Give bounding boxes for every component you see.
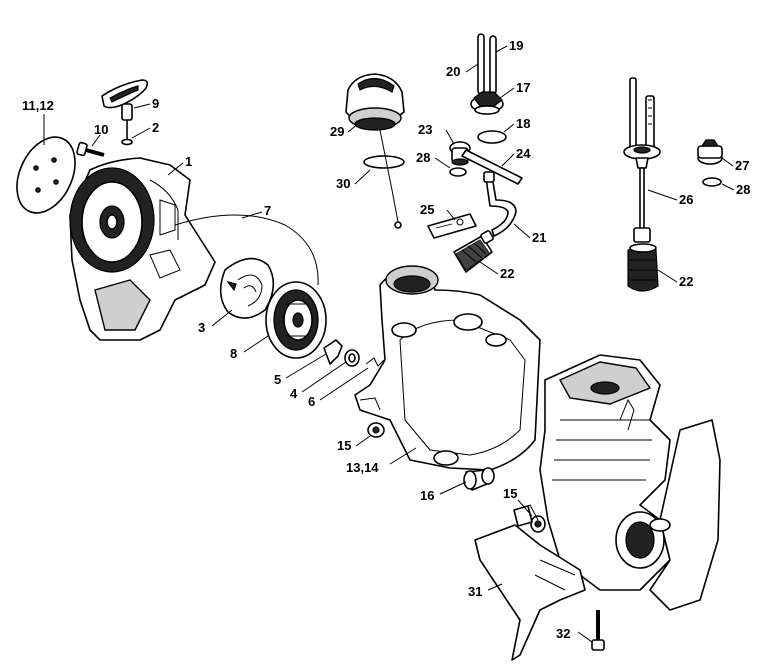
hoses-19-20-part: [477, 33, 497, 95]
callout-22-left: 22: [500, 266, 514, 281]
o-ring-28b-part: [702, 177, 722, 187]
spring-clip-part: [365, 357, 385, 367]
pipe-24-part: [461, 149, 523, 185]
callout-2: 2: [152, 120, 159, 135]
callout-22-right: 22: [679, 274, 693, 289]
callout-27: 27: [735, 158, 749, 173]
callout-8: 8: [230, 346, 237, 361]
callout-15-left: 15: [337, 438, 351, 453]
callout-7: 7: [264, 203, 271, 218]
callout-5: 5: [274, 372, 281, 387]
fuel-tank-part: [354, 265, 541, 471]
callout-3: 3: [198, 320, 205, 335]
callout-16: 16: [420, 488, 434, 503]
fuel-filter-a-part: [453, 230, 494, 273]
screw-32-part: [591, 610, 605, 651]
callout-32: 32: [556, 626, 570, 641]
callout-11-12: 11,12: [22, 98, 54, 113]
callout-21: 21: [532, 230, 546, 245]
callout-20: 20: [446, 64, 460, 79]
callout-31: 31: [468, 584, 482, 599]
callout-13-14: 13,14: [346, 460, 379, 475]
retainer-cord-part: [363, 129, 405, 229]
callout-24: 24: [516, 146, 531, 161]
pawl-part: [323, 339, 343, 365]
leader-lines: [43, 45, 735, 643]
callout-19: 19: [509, 38, 523, 53]
engine-part: [539, 354, 721, 611]
label-25-part: [427, 213, 477, 239]
grommet-15a-part: [367, 422, 385, 438]
callout-9: 9: [152, 96, 159, 111]
callout-23: 23: [418, 122, 432, 137]
callout-labels: 11,12 10 9 2 1 7 3 8 5 4 6 29 30 20 19 1…: [22, 38, 750, 641]
rope-rotor-part: [265, 281, 327, 359]
starter-grip-part: [101, 79, 149, 146]
callout-15-right: 15: [503, 486, 517, 501]
callout-18: 18: [516, 116, 530, 131]
fuel-hose-part: [483, 171, 517, 237]
fan-housing-part: [69, 157, 216, 341]
callout-26: 26: [679, 192, 693, 207]
o-ring-28-part: [449, 167, 467, 177]
callout-30: 30: [336, 176, 350, 191]
gasket-disc-part: [16, 136, 76, 214]
callout-10: 10: [94, 122, 108, 137]
fuel-filter-b-part: [627, 243, 659, 292]
starter-rope-part: [174, 214, 319, 286]
spacer-sleeve-part: [463, 467, 495, 491]
callout-17: 17: [516, 80, 530, 95]
callout-29: 29: [330, 124, 344, 139]
tank-cap-part: [345, 73, 405, 131]
callout-4: 4: [290, 386, 298, 401]
callout-28-right: 28: [736, 182, 750, 197]
callout-1: 1: [185, 154, 192, 169]
washer-4-part: [344, 349, 360, 367]
screw-10-part: [76, 141, 105, 157]
grommet-15b-part: [530, 515, 546, 533]
callout-28-left: 28: [416, 150, 430, 165]
grommet-27-part: [697, 139, 723, 165]
rewind-spring-part: [219, 257, 275, 319]
callout-6: 6: [308, 394, 315, 409]
callout-25: 25: [420, 202, 434, 217]
tank-vent-part: [470, 91, 504, 115]
o-ring-18-part: [477, 130, 507, 144]
pickup-body-part: [623, 77, 661, 243]
